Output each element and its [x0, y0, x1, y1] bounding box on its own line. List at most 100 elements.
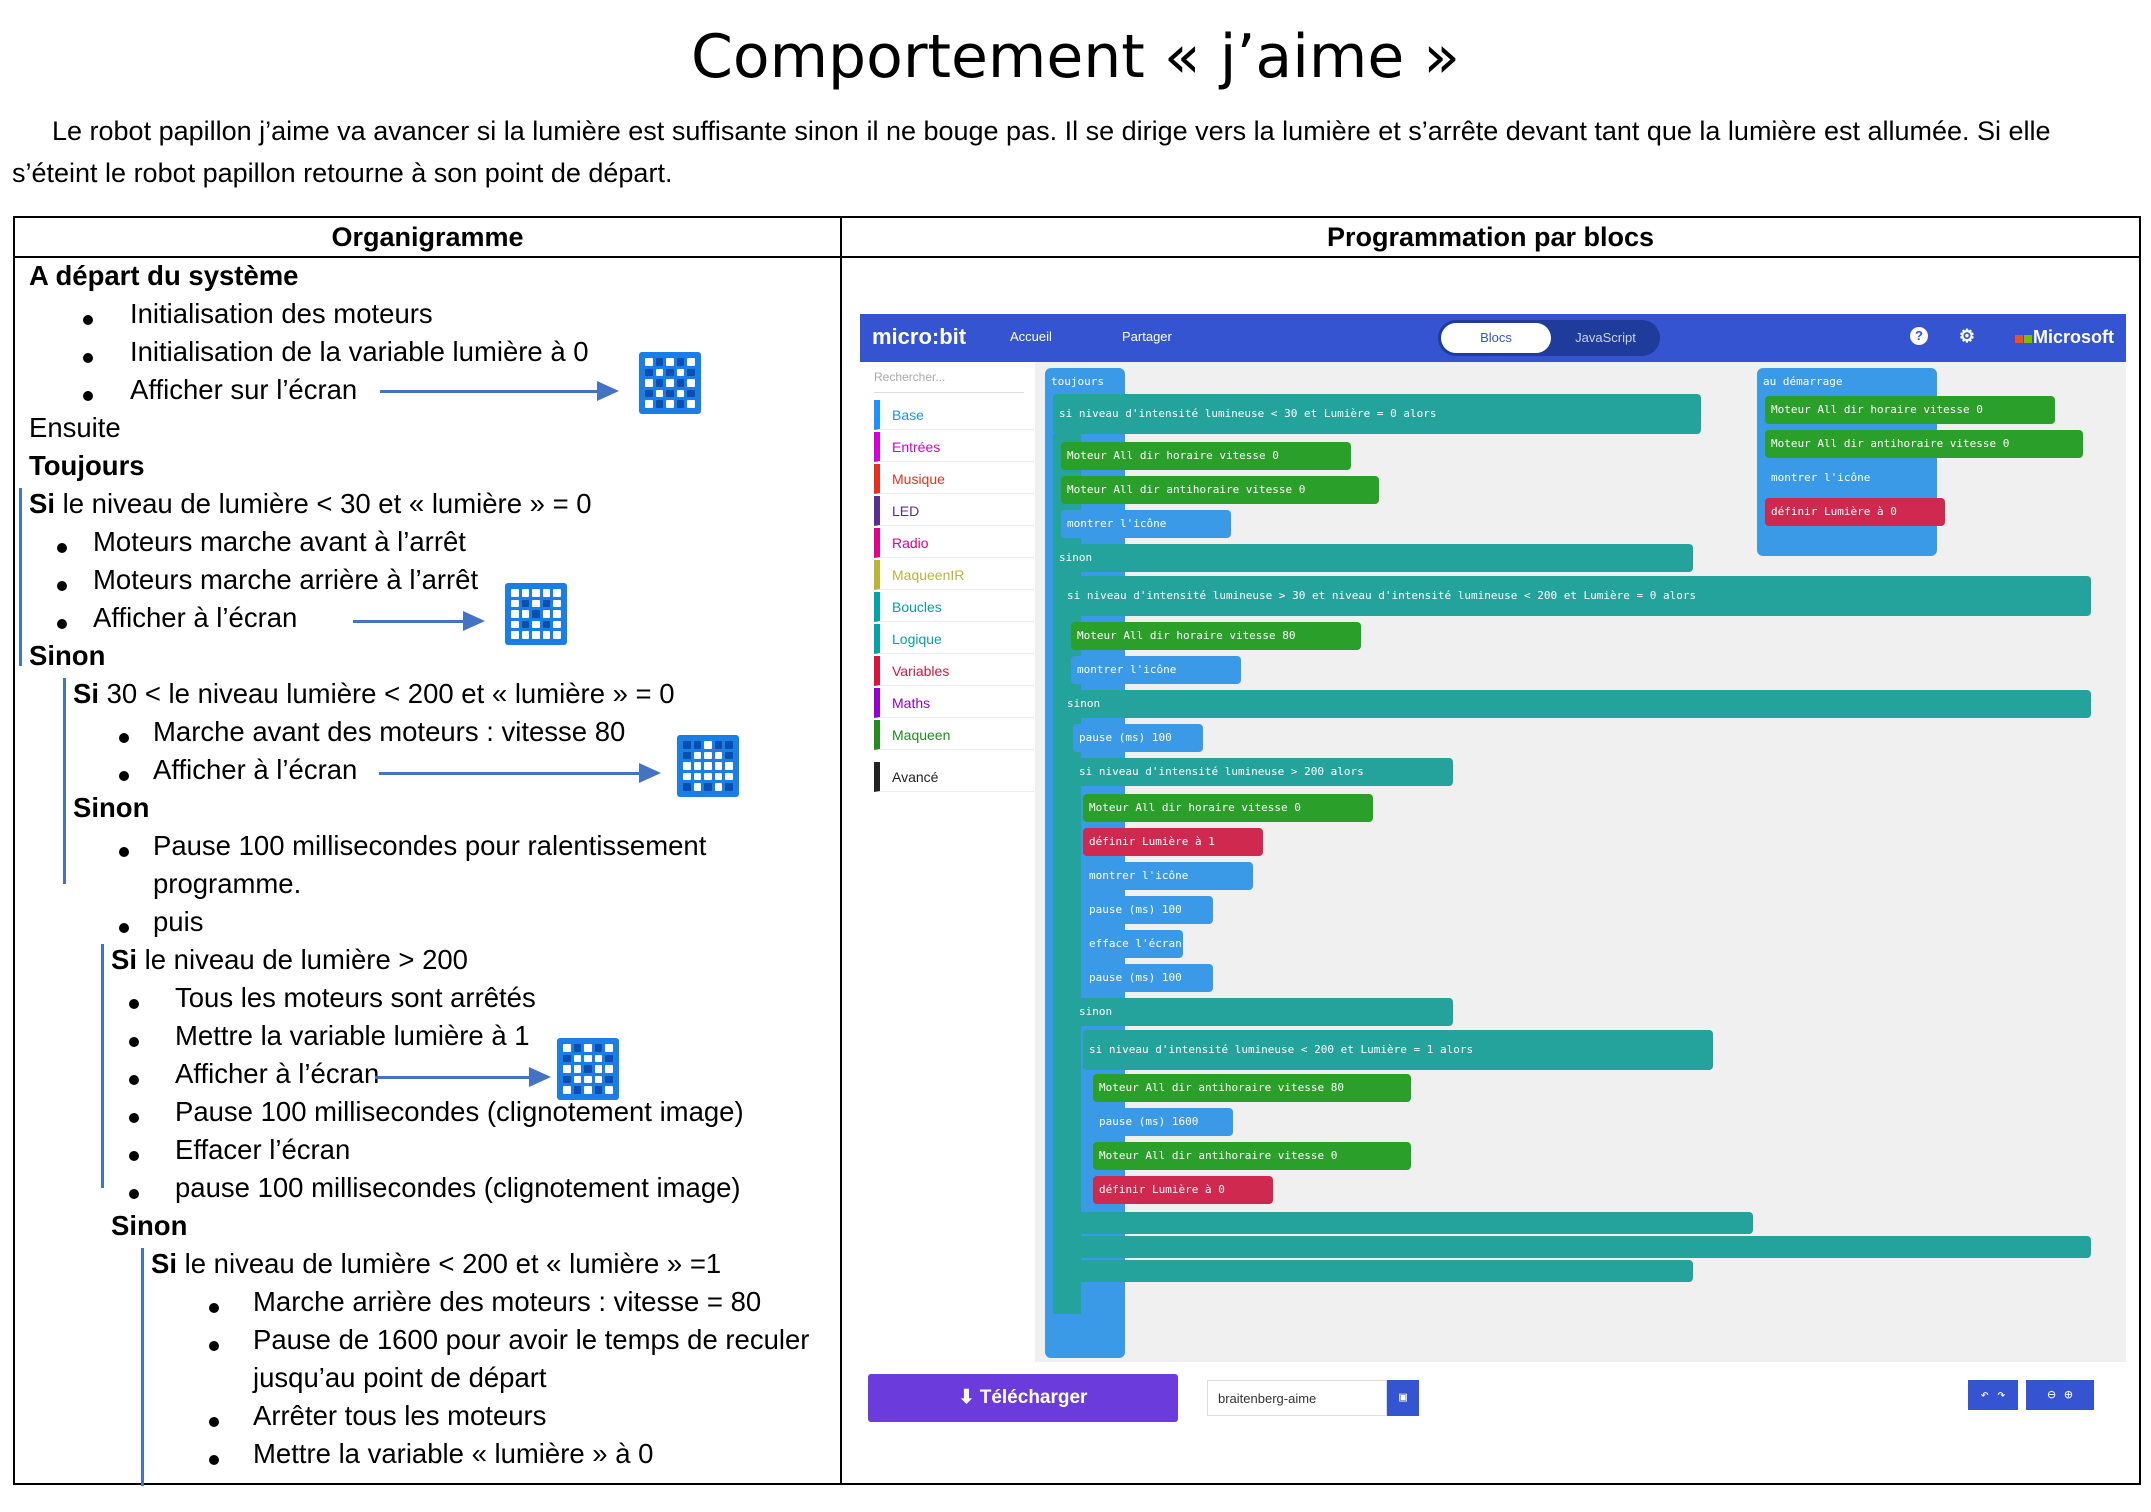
javascript-tab[interactable]: JavaScript [1575, 330, 1636, 345]
show-icon-block[interactable]: montrer l'icône [1071, 656, 1241, 684]
org-start: A départ du système [29, 260, 299, 291]
show-icon-block[interactable]: montrer l'icône [1061, 510, 1231, 538]
blocks-workspace: toujours si niveau d'intensité lumineuse… [1035, 362, 2126, 1362]
org-d4: Pause 100 millisecondes (clignotement im… [175, 1096, 744, 1127]
download-button[interactable]: ⬇ Télécharger [868, 1374, 1178, 1422]
col-header-organigramme: Organigramme [13, 216, 842, 258]
share-link[interactable]: Partager [1122, 329, 1172, 344]
makecode-screenshot: micro:bit Accueil Partager Blocs JavaScr… [860, 314, 2126, 1422]
motor-block[interactable]: Moteur All dir horaire vitesse 0 [1083, 794, 1373, 822]
org-d5: Effacer l’écran [175, 1134, 351, 1165]
set-variable-block[interactable]: définir Lumière à 1 [1083, 828, 1263, 856]
org-b2: Afficher à l’écran [153, 754, 358, 785]
org-d2: Mettre la variable lumière à 1 [175, 1020, 530, 1051]
bracket-si4 [141, 1248, 144, 1486]
led-icon-blink [557, 1038, 619, 1100]
toolbox-category[interactable]: Variables [874, 656, 1034, 686]
toolbox-category[interactable]: LED [874, 496, 1034, 526]
led-icon-stop [505, 583, 567, 645]
else-label: sinon [1061, 690, 2091, 718]
org-e4: Mettre la variable « lumière » à 0 [253, 1438, 654, 1469]
org-init1: Initialisation des moteurs [130, 298, 433, 329]
arrow [353, 611, 485, 631]
org-si3: Si le niveau de lumière > 200 [111, 944, 468, 975]
organigramme-cell: A départ du système Initialisation des m… [13, 256, 842, 1486]
filename-input[interactable]: braitenberg-aime [1207, 1380, 1387, 1416]
motor-block[interactable]: Moteur All dir antihoraire vitesse 0 [1765, 430, 2083, 458]
toolbox-category[interactable]: Boucles [874, 592, 1034, 622]
toolbox-category[interactable]: Radio [874, 528, 1034, 558]
motor-block[interactable]: Moteur All dir horaire vitesse 0 [1765, 396, 2055, 424]
org-d1: Tous les moteurs sont arrêtés [175, 982, 536, 1013]
pause-block[interactable]: pause (ms) 1600 [1093, 1108, 1233, 1136]
clear-screen-block[interactable]: efface l'écran [1083, 930, 1183, 958]
gear-icon[interactable]: ⚙ [1958, 326, 1976, 346]
toolbox-category[interactable]: Maths [874, 688, 1034, 718]
toolbox-category[interactable]: MaqueenIR [874, 560, 1034, 590]
set-variable-block[interactable]: définir Lumière à 0 [1093, 1176, 1273, 1204]
save-icon[interactable]: ▣ [1387, 1380, 1419, 1416]
blocks-cell: micro:bit Accueil Partager Blocs JavaScr… [840, 256, 2141, 1485]
motor-block[interactable]: Moteur All dir antihoraire vitesse 0 [1061, 476, 1379, 504]
col-header-blocks: Programmation par blocs [840, 216, 2141, 258]
org-sinon2: Sinon [73, 792, 150, 823]
motor-block[interactable]: Moteur All dir horaire vitesse 80 [1071, 622, 1361, 650]
motor-block[interactable]: Moteur All dir horaire vitesse 0 [1061, 442, 1351, 470]
org-a1: Moteurs marche avant à l’arrêt [93, 526, 466, 557]
pause-block[interactable]: pause (ms) 100 [1083, 896, 1213, 924]
toolbox-category[interactable]: Musique [874, 464, 1034, 494]
bracket-si2 [63, 678, 66, 884]
org-d6: pause 100 millisecondes (clignotement im… [175, 1172, 741, 1203]
toolbox-category[interactable]: Logique [874, 624, 1034, 654]
motor-block[interactable]: Moteur All dir antihoraire vitesse 80 [1093, 1074, 1411, 1102]
toolbox-search[interactable]: Rechercher... [874, 370, 1024, 393]
zoom-buttons[interactable]: ⊖ ⊕ [2026, 1380, 2094, 1410]
org-e2: Pause de 1600 pour avoir le temps de rec… [253, 1324, 810, 1355]
motor-block[interactable]: Moteur All dir antihoraire vitesse 0 [1093, 1142, 1411, 1170]
intro-paragraph: Le robot papillon j’aime va avancer si l… [12, 116, 2051, 188]
toolbox-category[interactable]: Entrées [874, 432, 1034, 462]
page-title: Comportement « j’aime » [690, 22, 1461, 92]
bullet [83, 353, 93, 363]
if-block-2[interactable]: si niveau d'intensité lumineuse > 30 et … [1061, 576, 2091, 616]
pause-block[interactable]: pause (ms) 100 [1073, 724, 1203, 752]
if-block-1[interactable]: si niveau d'intensité lumineuse < 30 et … [1053, 394, 1701, 434]
arrow [380, 381, 619, 401]
toolbox-category[interactable]: Avancé [874, 762, 1034, 792]
microsoft-logo: Microsoft [2015, 327, 2114, 348]
org-sinon3: Sinon [111, 1210, 188, 1241]
show-icon-block[interactable]: montrer l'icône [1765, 464, 1935, 492]
else-label: sinon [1053, 544, 1693, 572]
org-e3: Arrêter tous les moteurs [253, 1400, 547, 1431]
makecode-topbar: micro:bit Accueil Partager Blocs JavaScr… [860, 314, 2126, 362]
bracket-si1 [19, 488, 22, 666]
show-icon-block[interactable]: montrer l'icône [1083, 862, 1253, 890]
if-block-4[interactable]: si niveau d'intensité lumineuse < 200 et… [1083, 1030, 1713, 1070]
pause-block[interactable]: pause (ms) 100 [1083, 964, 1213, 992]
set-variable-block[interactable]: définir Lumière à 0 [1765, 498, 1945, 526]
help-icon[interactable]: ? [1910, 327, 1928, 345]
blocks-tab[interactable]: Blocs [1441, 323, 1551, 353]
org-a3: Afficher à l’écran [93, 602, 298, 633]
org-c2: puis [153, 906, 204, 937]
org-c1b: programme. [153, 868, 302, 899]
toolbox-category[interactable]: Base [874, 400, 1034, 430]
home-link[interactable]: Accueil [1010, 329, 1052, 344]
if-block-3[interactable]: si niveau d'intensité lumineuse > 200 al… [1073, 758, 1453, 786]
bracket-si3 [101, 944, 104, 1188]
main-table: Organigramme Programmation par blocs A d… [13, 216, 2141, 1486]
led-icon-init [639, 352, 701, 414]
microbit-logo: micro:bit [872, 324, 967, 349]
org-e2b: jusqu’au point de départ [253, 1362, 547, 1393]
toolbox-category[interactable]: Maqueen [874, 720, 1034, 750]
org-si4: Si le niveau de lumière < 200 et « lumiè… [151, 1248, 722, 1279]
org-d3: Afficher à l’écran [175, 1058, 380, 1089]
org-b1: Marche avant des moteurs : vitesse 80 [153, 716, 626, 747]
org-ensuite: Ensuite [29, 412, 121, 443]
org-toujours: Toujours [29, 450, 145, 481]
else-label: sinon [1073, 998, 1453, 1026]
undo-redo-buttons[interactable]: ↶ ↷ [1968, 1380, 2018, 1410]
editor-toggle: Blocs JavaScript [1438, 320, 1660, 356]
organigramme: A départ du système Initialisation des m… [15, 258, 840, 1486]
